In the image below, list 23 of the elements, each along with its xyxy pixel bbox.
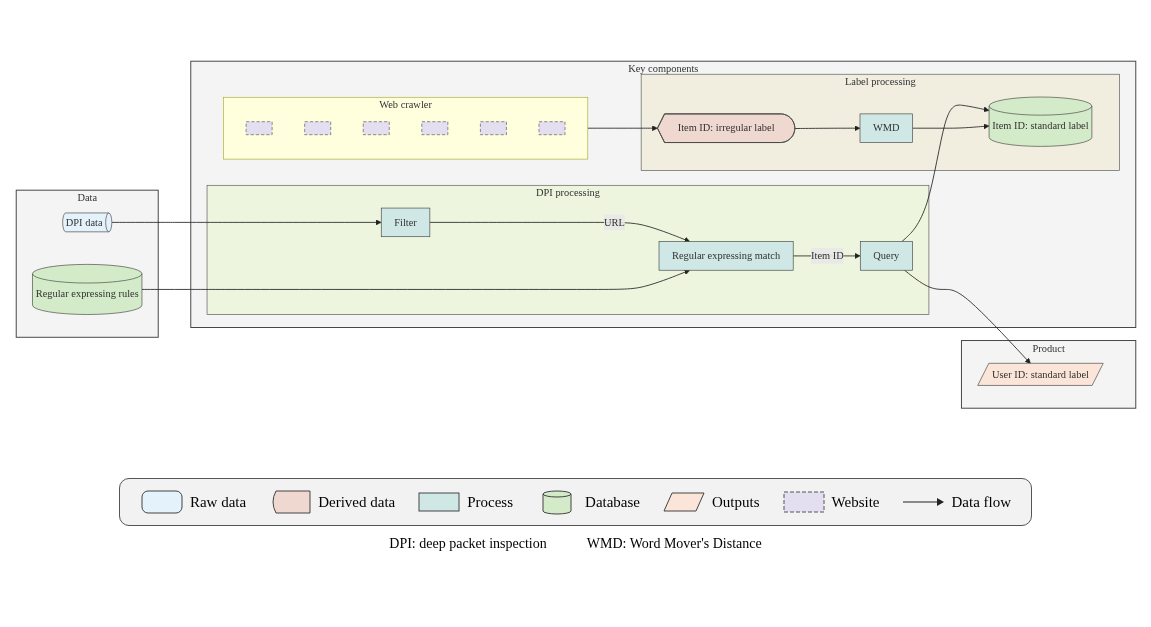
legend-label: Process: [467, 493, 514, 511]
edge-label: URL: [603, 216, 625, 228]
node-box: Query: [859, 241, 913, 271]
node-box: [362, 121, 390, 136]
legend-label: Raw data: [189, 493, 247, 511]
footnote: DPI: deep packet inspection: [389, 536, 547, 552]
edge-label: Item ID: [810, 250, 844, 262]
legend-label: Website: [831, 493, 880, 511]
footnote: WMD: Word Mover's Distance: [586, 536, 762, 552]
cluster: Web crawler: [222, 97, 588, 160]
node-box: [421, 121, 448, 136]
node-box: [479, 121, 507, 136]
node-box: [245, 121, 272, 136]
node-box: Filter: [380, 208, 430, 238]
node-box: [538, 121, 565, 136]
legend-label: Derived data: [318, 493, 396, 511]
legend-label: Outputs: [712, 493, 760, 511]
legend-label: Data flow: [951, 493, 1012, 511]
node-box: Regular expressing match: [658, 241, 794, 271]
node-box: WMD: [859, 113, 913, 144]
node-box: [303, 121, 331, 136]
node-text: DPI data: [65, 216, 103, 228]
legend-label: Database: [585, 493, 640, 511]
